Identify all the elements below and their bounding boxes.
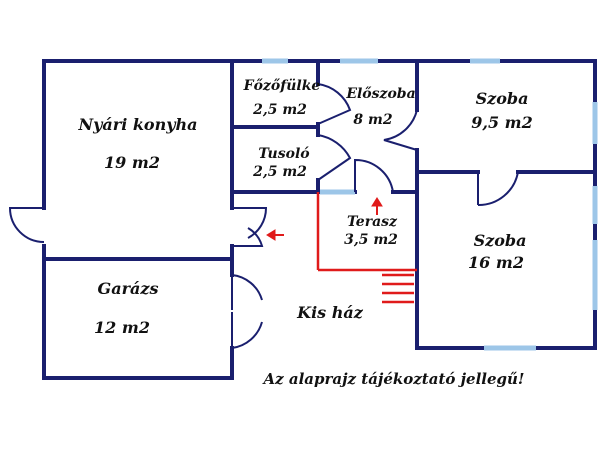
label-fozofulke: Főzőfülke: [243, 78, 321, 94]
label-szoba-small: Szoba: [476, 89, 529, 108]
door-konyha-left: [8, 207, 45, 243]
area-fozofulke: 2,5 m2: [252, 102, 307, 118]
door-eloszoba-left: [317, 83, 352, 125]
door-konyha-right-a: [232, 207, 268, 239]
area-garazs: 12 m2: [94, 318, 150, 337]
door-eloszoba-right: [383, 109, 418, 151]
terasz-outline: [316, 192, 417, 272]
area-eloszoba: 8 m2: [353, 112, 392, 128]
label-terasz: Terasz: [347, 214, 398, 230]
label-eloszoba: Előszoba: [345, 86, 415, 102]
door-garazs-a: [231, 274, 263, 310]
label-nyari-konyha: Nyári konyha: [77, 115, 197, 134]
label-tusolo: Tusoló: [258, 146, 309, 162]
doors: [8, 83, 519, 349]
arrow-left-icon: [266, 229, 284, 241]
stairs: [382, 273, 414, 304]
label-kis-haz: Kis ház: [296, 303, 364, 322]
arrow-up-icon: [371, 197, 383, 215]
area-tusolo: 2,5 m2: [252, 164, 307, 180]
area-szoba-small: 9,5 m2: [471, 113, 532, 132]
windows: [262, 58, 598, 351]
entry-arrows: [266, 197, 383, 241]
door-szoba-divider: [477, 171, 519, 207]
area-szoba-large: 16 m2: [468, 253, 524, 272]
area-terasz: 3,5 m2: [344, 232, 398, 248]
disclaimer-note: Az alaprajz tájékoztató jellegű!: [261, 370, 524, 388]
area-nyari-konyha: 19 m2: [104, 153, 160, 172]
label-szoba-large: Szoba: [474, 231, 527, 250]
room-labels: Nyári konyha 19 m2 Garázs 12 m2 Főzőfülk…: [77, 78, 532, 337]
door-terasz: [354, 158, 394, 193]
door-konyha-right-b: [232, 227, 264, 247]
door-garazs-b: [231, 312, 263, 349]
door-tusolo: [317, 134, 352, 181]
label-garazs: Garázs: [98, 279, 159, 298]
